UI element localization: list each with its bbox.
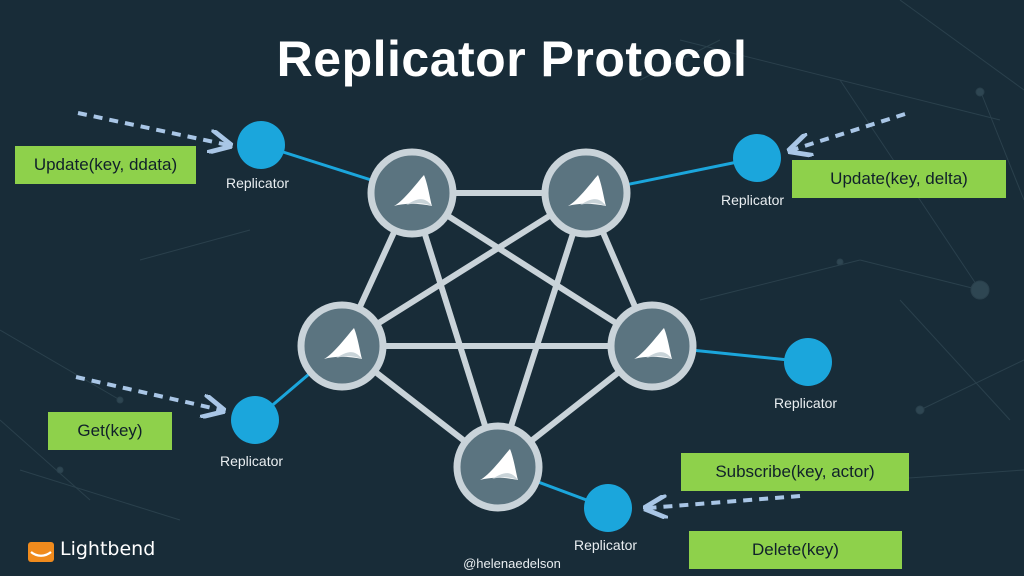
cluster-node <box>297 301 387 391</box>
slide-title: Replicator Protocol <box>276 31 748 87</box>
command-update-delta: Update(key, delta) <box>792 160 1006 198</box>
command-subscribe: Subscribe(key, actor) <box>681 453 909 491</box>
replicator-label: Replicator <box>226 175 290 191</box>
akka-logo-icon <box>394 175 432 206</box>
cluster-node <box>367 148 457 238</box>
akka-logo-icon <box>480 449 518 480</box>
replicator-dot <box>733 134 781 182</box>
replicator-label: Replicator <box>721 192 785 208</box>
command-get: Get(key) <box>48 412 172 450</box>
cluster-node <box>607 301 697 391</box>
command-delete: Delete(key) <box>689 531 902 569</box>
akka-logo-icon <box>634 328 672 359</box>
replicator-dot <box>237 121 285 169</box>
arrow-get <box>75 375 221 410</box>
arrow-delete <box>648 494 801 508</box>
author-handle: @helenaedelson <box>463 556 561 571</box>
request-arrows <box>75 111 906 508</box>
cluster-node <box>541 148 631 238</box>
akka-logo-icon <box>324 328 362 359</box>
replicator-dot <box>584 484 632 532</box>
akka-logo-icon <box>568 175 606 206</box>
replicator-label: Replicator <box>774 395 838 411</box>
lightbend-logo: Lightbend <box>28 536 155 562</box>
replicator-dot <box>784 338 832 386</box>
replicator-dot <box>231 396 279 444</box>
background-network <box>0 0 1024 521</box>
cluster-node <box>453 422 543 512</box>
arrow-update-ddata <box>77 111 228 145</box>
lightbend-mark-icon <box>28 542 54 562</box>
arrow-update-delta <box>792 112 906 150</box>
replicator-label: Replicator <box>574 537 638 553</box>
brand-name: Lightbend <box>60 538 156 560</box>
replicator-label: Replicator <box>220 453 284 469</box>
command-update-ddata: Update(key, ddata) <box>15 146 196 184</box>
